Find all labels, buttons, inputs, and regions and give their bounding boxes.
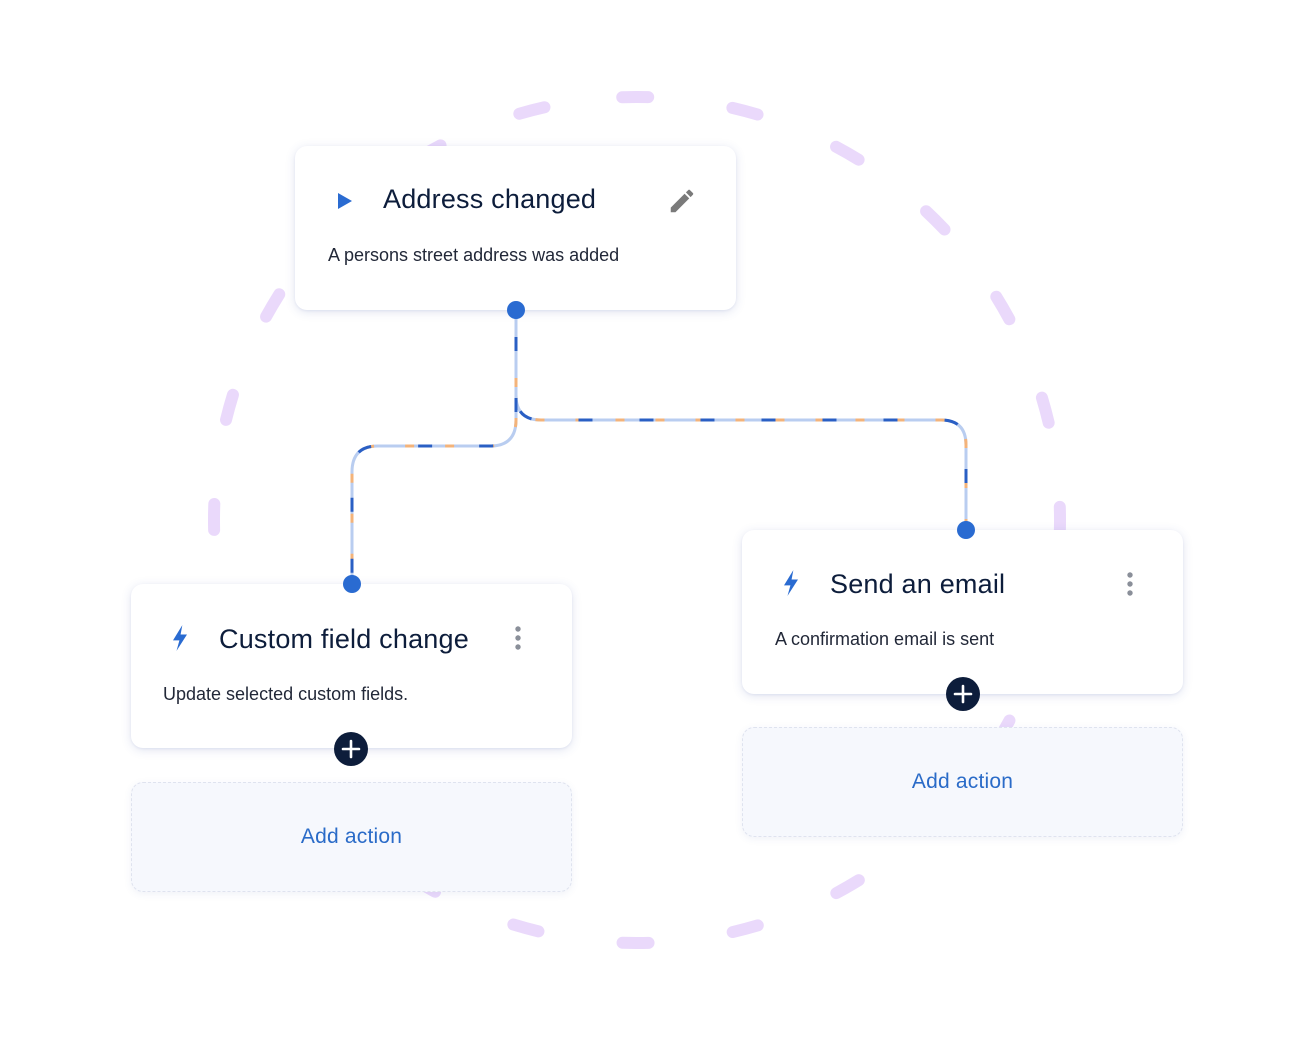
add-action-button[interactable]: Add action — [742, 727, 1183, 837]
plus-icon — [341, 739, 361, 759]
trigger-card[interactable]: Address changed A persons street address… — [295, 146, 736, 310]
action-title: Custom field change — [219, 624, 469, 654]
trigger-output-handle[interactable] — [507, 301, 525, 319]
add-step-button[interactable] — [334, 732, 368, 766]
action-card-custom-field-change[interactable]: Custom field change Update selected cust… — [131, 584, 572, 748]
add-step-button[interactable] — [946, 677, 980, 711]
action-card-send-email[interactable]: Send an email A confirmation email is se… — [742, 530, 1183, 694]
action-input-handle[interactable] — [343, 575, 361, 593]
action-title: Send an email — [830, 569, 1006, 599]
lightning-icon — [784, 570, 798, 596]
trigger-description: A persons street address was added — [328, 245, 620, 265]
kebab-menu-icon[interactable] — [511, 625, 525, 651]
kebab-menu-icon[interactable] — [1123, 571, 1137, 597]
add-action-button[interactable]: Add action — [131, 782, 572, 892]
add-action-label: Add action — [300, 825, 403, 848]
add-action-label: Add action — [911, 770, 1014, 793]
action-input-handle[interactable] — [957, 521, 975, 539]
action-description: A confirmation email is sent — [775, 629, 995, 649]
play-icon — [338, 193, 352, 209]
trigger-title: Address changed — [383, 184, 597, 214]
action-description: Update selected custom fields. — [163, 684, 409, 704]
lightning-icon — [173, 625, 187, 651]
pencil-icon[interactable] — [667, 186, 697, 216]
plus-icon — [953, 684, 973, 704]
